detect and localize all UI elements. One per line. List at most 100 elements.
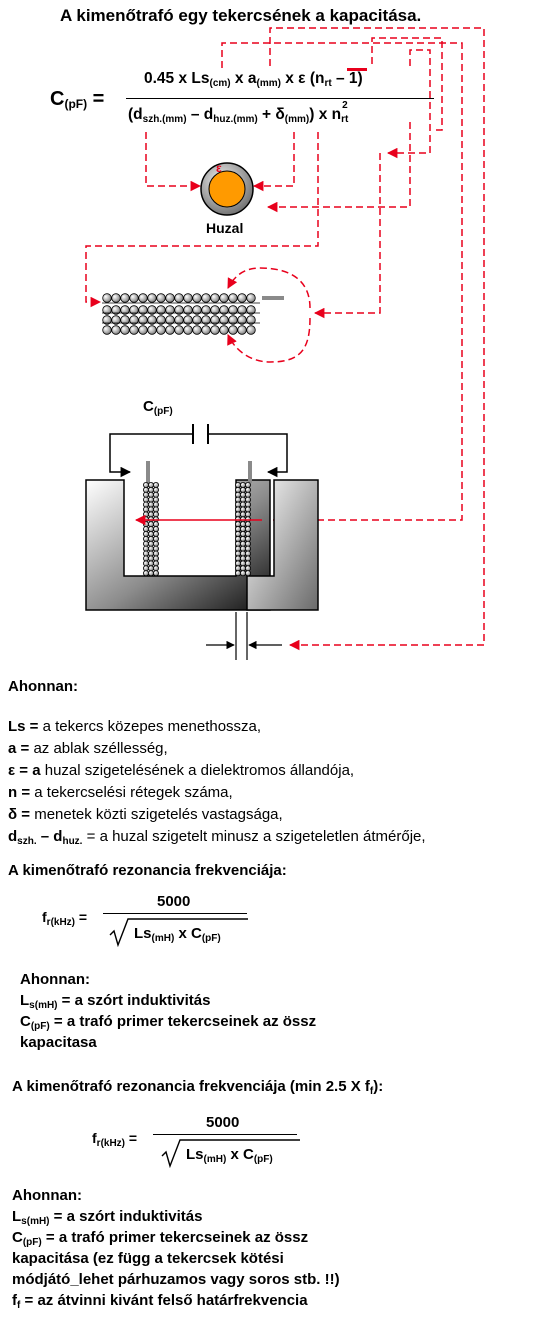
wire-turn [244, 506, 251, 513]
wire-turn [239, 486, 246, 493]
wire-turn [234, 550, 241, 557]
section2-line1: Ls(mH) = a szórt induktivitás [20, 992, 211, 1011]
wire-turn [129, 325, 139, 335]
connector-epsilon [371, 37, 443, 131]
wire-turn [244, 560, 251, 567]
section3-line4: módjátó_lehet párhuzamos vagy soros stb.… [12, 1271, 340, 1288]
wire-turn [244, 491, 251, 498]
wire-turn [244, 526, 251, 533]
wire-turn [174, 325, 184, 335]
winding-left-lead [146, 461, 150, 483]
wire-turn [239, 550, 246, 557]
legend-item-text: huzal szigetelésének a dielektromos álla… [40, 762, 355, 779]
diagram-canvas: ε [85, 27, 485, 660]
capacitor-label: C(pF) [143, 398, 173, 417]
wire-turn [234, 496, 241, 503]
wire-turn [237, 293, 247, 303]
wire-turn [246, 305, 256, 315]
section2-where: Ahonnan: [20, 971, 90, 988]
wire-turn [234, 560, 241, 567]
wire-turn [165, 325, 175, 335]
wire-turn [239, 555, 246, 562]
connector-dszh [145, 132, 202, 192]
wire-turn [239, 501, 246, 508]
wire-turn [152, 511, 159, 518]
wire-turn [142, 486, 149, 493]
wire-turn [147, 570, 154, 577]
wire-turn [228, 325, 238, 335]
wire-turn [152, 491, 159, 498]
wire-turn [234, 486, 241, 493]
wire-turn [239, 506, 246, 513]
wire-turn [147, 325, 157, 335]
wire-turn [244, 481, 251, 488]
wire-turn [142, 540, 149, 547]
wire-turn [147, 545, 154, 552]
wire-turn [239, 570, 246, 577]
legend-item-text: a tekercs közepes menethossza, [38, 718, 262, 735]
wire-turn [142, 481, 149, 488]
coil-layer-stack [102, 293, 284, 335]
section3-heading: A kimenőtrafó rezonancia frekvenciája (m… [12, 1078, 384, 1097]
connector-n-num [386, 49, 431, 159]
wire-turn [120, 293, 130, 303]
wire-turn [192, 293, 202, 303]
wire-turn [239, 565, 246, 572]
connector-n-den [266, 122, 411, 213]
connector-ls [221, 42, 463, 521]
wire-turn [152, 545, 159, 552]
wire-turn [147, 481, 154, 488]
curved-arrow-bottom [227, 317, 311, 363]
wire-turn [234, 481, 241, 488]
connector-a [269, 27, 485, 651]
formula1-numerator: 0.45 x Ls(cm) x a(mm) x ε (nrt – 1) [144, 70, 363, 89]
wire-turn [152, 521, 159, 528]
wire-turn [152, 535, 159, 542]
wire-turn [210, 293, 220, 303]
wire-turn [183, 325, 193, 335]
section3-line1: Ls(mH) = a szórt induktivitás [12, 1208, 203, 1227]
wire-turn [244, 501, 251, 508]
formula1-lhs-sub: (pF) [64, 97, 88, 111]
legend-item: Ls = a tekercs közepes menethossza, [8, 718, 261, 735]
wire-turn [142, 570, 149, 577]
wire-turn [111, 325, 121, 335]
wire-copper-core [208, 170, 246, 208]
wire-turn [152, 565, 159, 572]
wire-turn [239, 526, 246, 533]
wire-turn [244, 570, 251, 577]
wire-turn [234, 511, 241, 518]
wire-turn [165, 293, 175, 303]
wire-turn [152, 506, 159, 513]
wire-turn [102, 293, 112, 303]
wire-turn [142, 511, 149, 518]
wire-turn [142, 531, 149, 538]
wire-turn [244, 565, 251, 572]
wire-turn [234, 540, 241, 547]
wire-turn [239, 535, 246, 542]
wire-turn [152, 531, 159, 538]
winding-lead [262, 296, 284, 300]
wire-turn [129, 293, 139, 303]
core-center-block [124, 480, 236, 576]
wire-turn [111, 293, 121, 303]
wire-turn [147, 535, 154, 542]
wire-turn [234, 531, 241, 538]
section3-numerator: 5000 [206, 1114, 240, 1131]
transformer-core [85, 461, 319, 611]
connector-dhuz [252, 132, 295, 192]
curved-arrow-top [227, 267, 311, 309]
wire-turn [219, 293, 229, 303]
wire-turn [228, 293, 238, 303]
wire-turn [102, 305, 112, 315]
wire-turn [152, 540, 159, 547]
wire-turn [244, 486, 251, 493]
wire-turn [147, 293, 157, 303]
page-title: A kimenőtrafó egy tekercsének a kapacitá… [60, 6, 422, 25]
bottom-dimension [206, 612, 282, 660]
core-i-section [246, 479, 319, 611]
wire-turn [102, 315, 112, 325]
wire-cross-section: ε [200, 161, 254, 216]
wire-turn [244, 545, 251, 552]
wire-turn [152, 486, 159, 493]
